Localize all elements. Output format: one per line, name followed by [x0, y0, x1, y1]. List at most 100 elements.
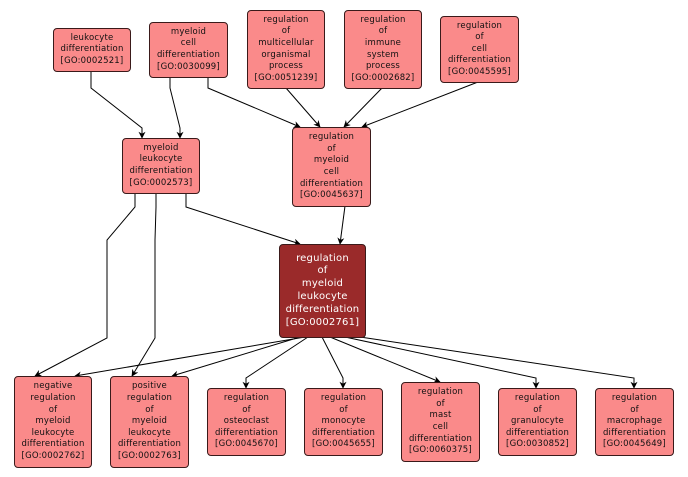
node-label-line: of	[339, 404, 348, 415]
node-label-line: [GO:0045637]	[300, 190, 363, 201]
node-label-line: regulation	[308, 132, 355, 143]
edge	[285, 87, 321, 128]
edge	[344, 336, 540, 389]
edge	[337, 205, 346, 245]
node-label-line: [GO:0045670]	[215, 439, 278, 450]
edge	[131, 193, 157, 377]
node-label-line: differentiation	[156, 50, 221, 60]
node-label-line: of	[475, 32, 484, 43]
node-label-line: regulation	[611, 393, 658, 404]
node-label-line: differentiation	[311, 427, 376, 438]
node-label-line: of	[533, 404, 542, 415]
node-label-line: mast	[429, 410, 452, 421]
node-label-line: differentiation	[505, 427, 570, 438]
node-label-line: of	[281, 26, 291, 37]
node-label-line: [GO:0002521]	[60, 55, 124, 66]
node-label-line: process	[365, 61, 401, 72]
node-label-line: differentiation	[214, 427, 279, 438]
node-label-line: of	[327, 143, 336, 154]
node-label-line: [GO:0051239]	[254, 72, 318, 83]
edge	[242, 336, 309, 389]
node-label-line: cell	[180, 38, 197, 49]
edge	[321, 336, 347, 389]
node-label-line: differentiation	[447, 55, 512, 66]
node-label-line: immune	[364, 37, 402, 48]
node-label-line: macrophage	[606, 416, 663, 427]
edge	[359, 336, 638, 389]
node-label-line: differentiation	[21, 439, 85, 450]
node-label-line: leukocyte	[31, 427, 75, 438]
node-label-line: [GO:0002763]	[118, 450, 181, 461]
node-label-line: regulation	[30, 393, 76, 404]
edge	[74, 336, 306, 379]
node-label-line: regulation	[514, 393, 561, 404]
node-label-line: differentiation	[285, 303, 360, 315]
node-label-line: monocyte	[321, 416, 366, 427]
node-label-line: system	[367, 49, 399, 60]
edge	[207, 77, 301, 128]
node-label-line: cell	[432, 422, 449, 432]
node-label-line: leukocyte	[139, 154, 183, 165]
node-label-line: of	[145, 404, 154, 415]
node-label-line: [GO:0030099]	[157, 61, 220, 72]
node-label-line: of	[378, 26, 388, 37]
node-label-line: regulation	[223, 393, 270, 404]
node-label-line: myeloid	[143, 142, 179, 153]
edge	[169, 77, 184, 139]
node-label-line: myeloid	[301, 278, 344, 290]
node-label-line: [GO:0002761]	[285, 316, 360, 328]
node-label-line: [GO:0002762]	[21, 450, 85, 461]
edge	[361, 81, 479, 128]
node-label-line: regulation	[263, 14, 309, 25]
edge	[90, 71, 146, 139]
node-label-line: differentiation	[299, 178, 364, 189]
node-label-line: granulocyte	[511, 416, 564, 427]
node-label-line: regulation	[296, 252, 349, 264]
node-label-line: [GO:0060375]	[409, 445, 472, 456]
node-label-line: of	[630, 404, 639, 415]
node-label-line: leukocyte	[70, 32, 114, 43]
node-label-line: multicellular	[258, 37, 314, 48]
edge	[34, 193, 136, 377]
node-label-line: myeloid	[131, 416, 168, 427]
node-label-line: myeloid	[35, 416, 71, 427]
node-label-line: osteoclast	[223, 416, 270, 427]
node-label-line: of	[317, 265, 328, 277]
node-label-line: of	[242, 404, 251, 415]
node-label-line: [GO:0030852]	[506, 439, 569, 450]
node-label-line: differentiation	[129, 166, 193, 176]
node-label-line: differentiation	[408, 433, 473, 444]
node-label-line: regulation	[126, 393, 173, 404]
edge	[329, 336, 441, 383]
node-label-line: cell	[323, 167, 340, 177]
edge	[343, 87, 383, 128]
node-label-line: regulation	[456, 20, 503, 31]
node-label-line: regulation	[360, 14, 406, 25]
node-label-line: regulation	[417, 387, 464, 398]
node-label-line: leukocyte	[297, 291, 348, 302]
node-label-line: [GO:0045655]	[312, 439, 375, 450]
node-label-line: leukocyte	[128, 427, 171, 438]
edge	[185, 193, 301, 246]
node-label-line: process	[268, 61, 304, 72]
node-label-line: regulation	[320, 393, 367, 404]
node-label-line: positive	[132, 381, 167, 392]
node-label-line: differentiation	[602, 427, 667, 438]
node-label-line: [GO:0045595]	[448, 66, 511, 77]
